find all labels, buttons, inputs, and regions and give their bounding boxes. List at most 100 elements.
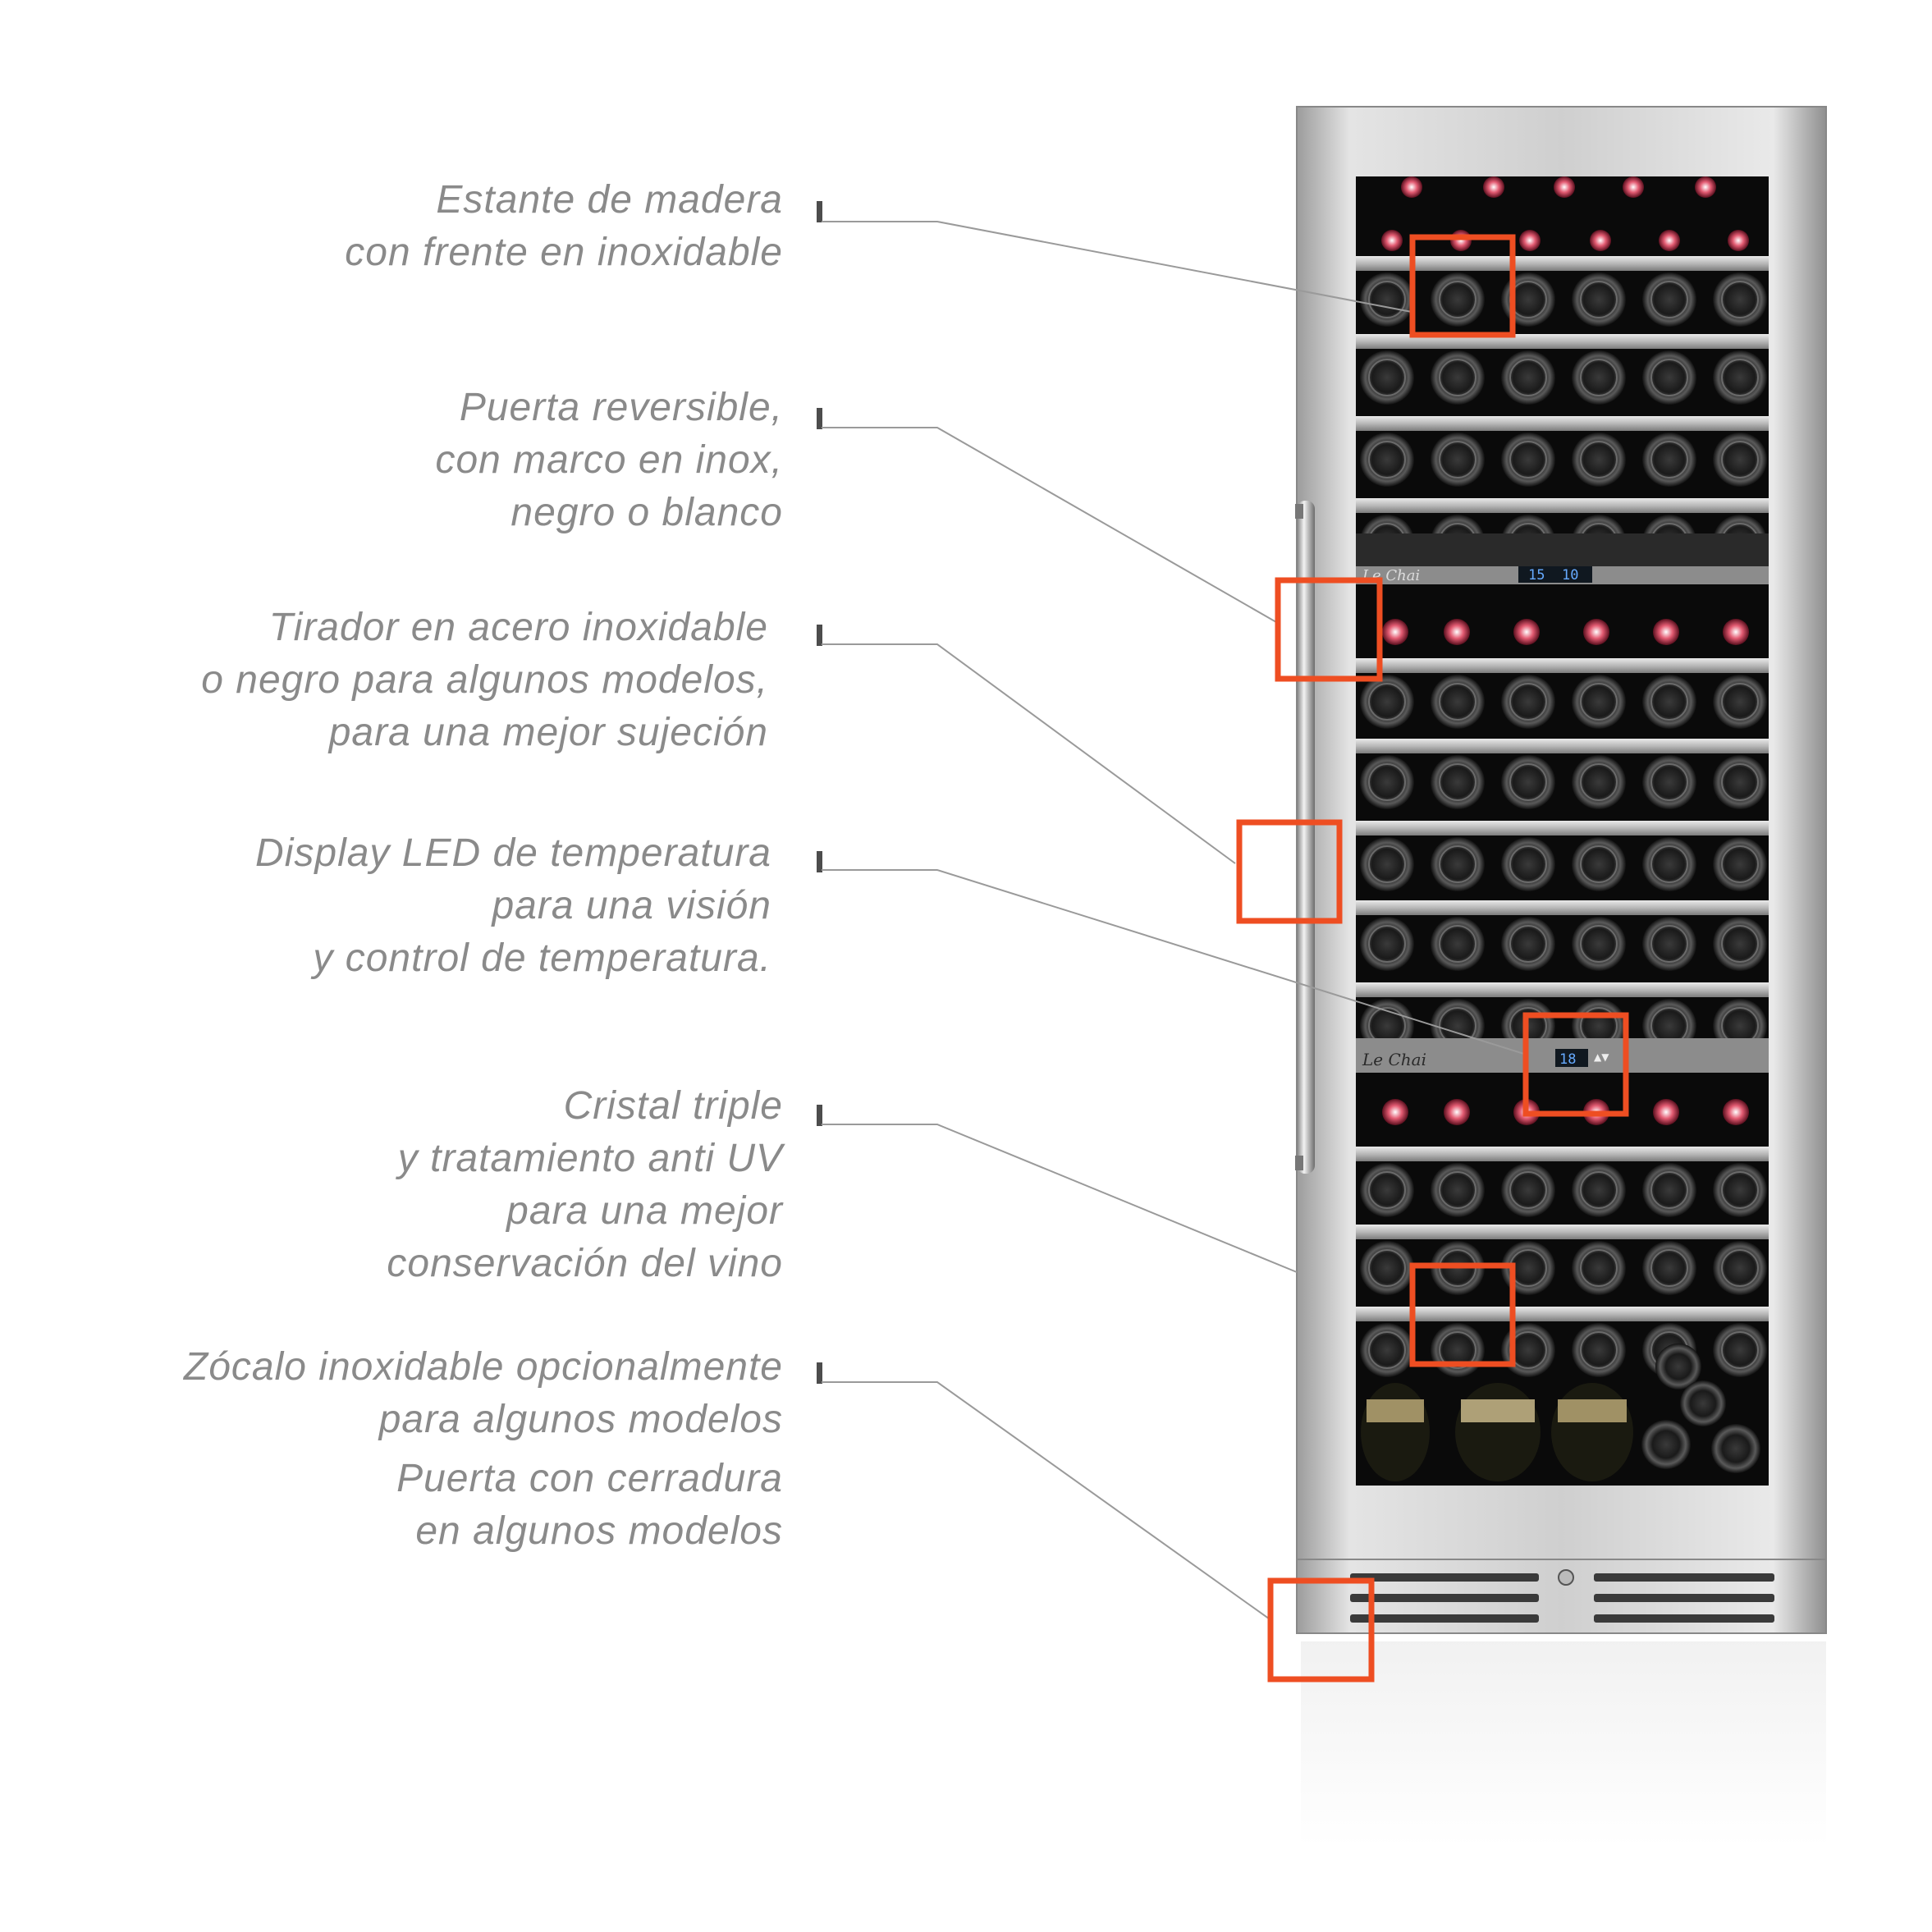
bottle-punt bbox=[1368, 1249, 1406, 1287]
bottle-punt bbox=[1439, 281, 1476, 318]
wood-shelf bbox=[1356, 1147, 1769, 1161]
bottle-base bbox=[1501, 1323, 1555, 1377]
bottle-base bbox=[1713, 350, 1767, 405]
bottle-base bbox=[1501, 1163, 1555, 1217]
bottle-base bbox=[1501, 837, 1555, 891]
top-bottle-capsules bbox=[1381, 176, 1749, 251]
bottle-punt bbox=[1368, 763, 1406, 801]
bottle-punt bbox=[1439, 925, 1476, 963]
bottle-punt bbox=[1650, 1171, 1688, 1209]
callout-box-door bbox=[1275, 577, 1383, 682]
bottle-base bbox=[1642, 1241, 1696, 1295]
shelves bbox=[1356, 256, 1769, 1377]
bottle-base bbox=[1642, 917, 1696, 971]
brand-mark-lower: Le Chai bbox=[1362, 1050, 1426, 1069]
bottle-punt bbox=[1439, 683, 1476, 721]
bottle-punt bbox=[1580, 763, 1618, 801]
callout-label-reversible-door: Puerta reversible, con marco en inox, ne… bbox=[435, 386, 783, 534]
bottle-base bbox=[1713, 272, 1767, 327]
wood-shelf bbox=[1356, 1307, 1769, 1321]
bottle-base bbox=[1431, 1323, 1485, 1377]
bottle-base bbox=[1572, 837, 1626, 891]
bottle-base bbox=[1572, 917, 1626, 971]
callout-tick bbox=[817, 1362, 822, 1384]
display-buttons-icon: ▲▼ bbox=[1594, 1051, 1609, 1063]
bottle-base bbox=[1360, 837, 1414, 891]
bottle-punt bbox=[1439, 763, 1476, 801]
wood-shelf bbox=[1356, 498, 1769, 513]
floor-reflection bbox=[1301, 1641, 1826, 1847]
bottle-capsule bbox=[1382, 619, 1408, 645]
bottle-base bbox=[1431, 350, 1485, 405]
bottle-base bbox=[1642, 433, 1696, 487]
bottom-bottles bbox=[1361, 1344, 1760, 1481]
callout-label-handle: Tirador en acero inoxidable o negro para… bbox=[201, 606, 768, 754]
upper-display-left: 15 bbox=[1528, 567, 1545, 584]
bottle-base bbox=[1713, 917, 1767, 971]
bottle-capsule bbox=[1382, 1099, 1408, 1125]
wood-shelf bbox=[1356, 416, 1769, 431]
bottle-base bbox=[1713, 433, 1767, 487]
lower-led-display bbox=[1555, 1049, 1588, 1067]
bottle-base bbox=[1360, 1163, 1414, 1217]
bottle-punt bbox=[1368, 1331, 1406, 1369]
bottle-punt bbox=[1721, 763, 1759, 801]
bottle-punt bbox=[1721, 1249, 1759, 1287]
bottle-base bbox=[1642, 1163, 1696, 1217]
bottle-punt bbox=[1509, 441, 1547, 478]
bottle-base bbox=[1501, 675, 1555, 729]
bottle-base bbox=[1572, 433, 1626, 487]
bottle-base bbox=[1572, 675, 1626, 729]
bottle-punt bbox=[1368, 845, 1406, 883]
bottle-base bbox=[1642, 755, 1696, 809]
bottle-punt bbox=[1650, 1249, 1688, 1287]
callout-label-plinth: Zócalo inoxidable opcionalmente para alg… bbox=[183, 1345, 783, 1441]
bottle-punt bbox=[1721, 683, 1759, 721]
lock-icon bbox=[1558, 1569, 1574, 1586]
bottle-punt bbox=[1721, 441, 1759, 478]
bottle-punt bbox=[1650, 925, 1688, 963]
bottle-base bbox=[1713, 1163, 1767, 1217]
bottle-base bbox=[1501, 917, 1555, 971]
bottle-base bbox=[1431, 837, 1485, 891]
upper-display-right: 10 bbox=[1562, 567, 1578, 584]
callout-box-plinth bbox=[1267, 1577, 1375, 1682]
bottle-base bbox=[1431, 1163, 1485, 1217]
bottle-punt bbox=[1721, 1171, 1759, 1209]
bottle-base bbox=[1360, 433, 1414, 487]
bottle-punt bbox=[1439, 1331, 1476, 1369]
bottle-punt bbox=[1509, 1171, 1547, 1209]
bottle-capsule bbox=[1653, 1099, 1679, 1125]
bottle-punt bbox=[1721, 281, 1759, 318]
bottle-punt bbox=[1580, 683, 1618, 721]
wood-shelf bbox=[1356, 821, 1769, 836]
bottle-punt bbox=[1650, 683, 1688, 721]
bottle-punt bbox=[1580, 441, 1618, 478]
bottle-capsule bbox=[1583, 619, 1609, 645]
callout-tick bbox=[817, 201, 822, 222]
bottle-capsule bbox=[1723, 619, 1749, 645]
bottle-base bbox=[1501, 272, 1555, 327]
bottle-capsule bbox=[1444, 1099, 1470, 1125]
bottle-base bbox=[1431, 917, 1485, 971]
wood-shelf bbox=[1356, 982, 1769, 997]
bottle-punt bbox=[1509, 763, 1547, 801]
wood-shelf bbox=[1356, 1225, 1769, 1239]
bottle-punt bbox=[1439, 1171, 1476, 1209]
bottle-punt bbox=[1580, 1171, 1618, 1209]
bottle-punt bbox=[1368, 281, 1406, 318]
bottle-capsule bbox=[1513, 619, 1540, 645]
bottle-base bbox=[1572, 755, 1626, 809]
wood-shelf bbox=[1356, 739, 1769, 753]
bottle-capsule bbox=[1653, 619, 1679, 645]
callout-label-lock: Puerta con cerradura en algunos modelos bbox=[396, 1457, 783, 1553]
bottle-base bbox=[1713, 1323, 1767, 1377]
callout-label-led-display: Display LED de temperatura para una visi… bbox=[255, 831, 771, 980]
callout-tick bbox=[817, 1105, 822, 1126]
wood-shelf bbox=[1356, 900, 1769, 915]
bottle-base bbox=[1360, 1323, 1414, 1377]
bottle-base bbox=[1431, 272, 1485, 327]
bottle-base bbox=[1713, 675, 1767, 729]
bottle-base bbox=[1572, 272, 1626, 327]
